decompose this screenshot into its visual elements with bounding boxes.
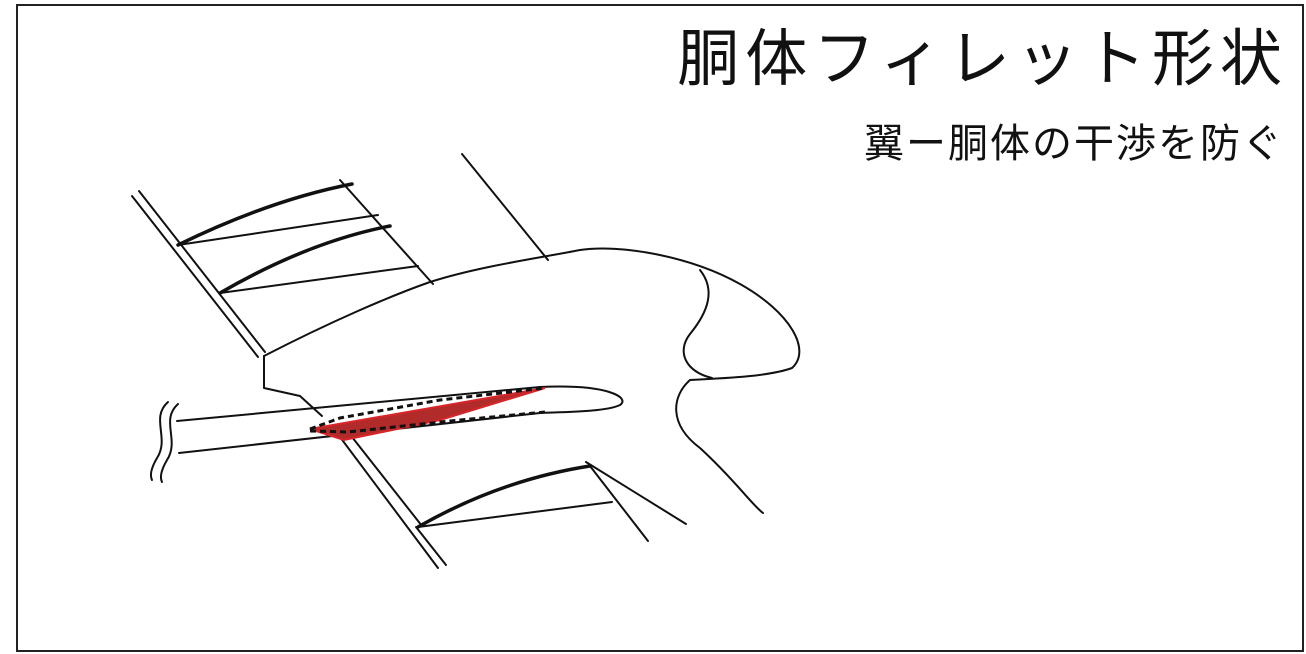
fuselage-upper-outline	[263, 355, 323, 417]
near-wing-rib	[416, 464, 592, 529]
diagram-title: 胴体フィレット形状	[677, 22, 1288, 95]
figure-frame	[16, 4, 1304, 652]
near-wing-leading-edge-inner	[415, 526, 447, 566]
near-wing-chord	[417, 501, 613, 528]
break-symbol-left	[149, 401, 169, 481]
interference-dashed-upper	[309, 386, 546, 431]
near-wing-leading-edge-outer	[339, 436, 439, 569]
interference-fill	[309, 387, 546, 442]
fuselage-inner-curve	[682, 269, 713, 379]
far-wing-rib-2	[218, 224, 392, 295]
far-wing-rib-1	[176, 182, 354, 247]
far-wing-chord-2	[219, 265, 419, 294]
break-symbol-right	[159, 403, 179, 483]
near-wing-trailing-edge	[589, 465, 649, 542]
far-wing-chord-1	[177, 214, 379, 246]
near-wing	[339, 436, 649, 569]
interference-region	[309, 386, 546, 442]
fuselage-fillet-outline	[263, 247, 801, 514]
far-wing	[131, 153, 549, 358]
wing-section	[149, 385, 624, 483]
far-wing-leading-edge-inner	[138, 190, 266, 353]
fuselage-bottom-line	[585, 461, 687, 525]
wing-section-upper	[176, 385, 624, 422]
fuselage-fillet	[263, 247, 801, 525]
far-wing-trailing-edge	[339, 179, 434, 285]
diagram-subtitle: 翼ー胴体の干渉を防ぐ	[864, 121, 1284, 167]
far-wing-leading-edge-outer	[131, 195, 259, 358]
near-wing-root-edge	[351, 436, 423, 527]
far-wing-rear-edge-line	[461, 153, 549, 261]
